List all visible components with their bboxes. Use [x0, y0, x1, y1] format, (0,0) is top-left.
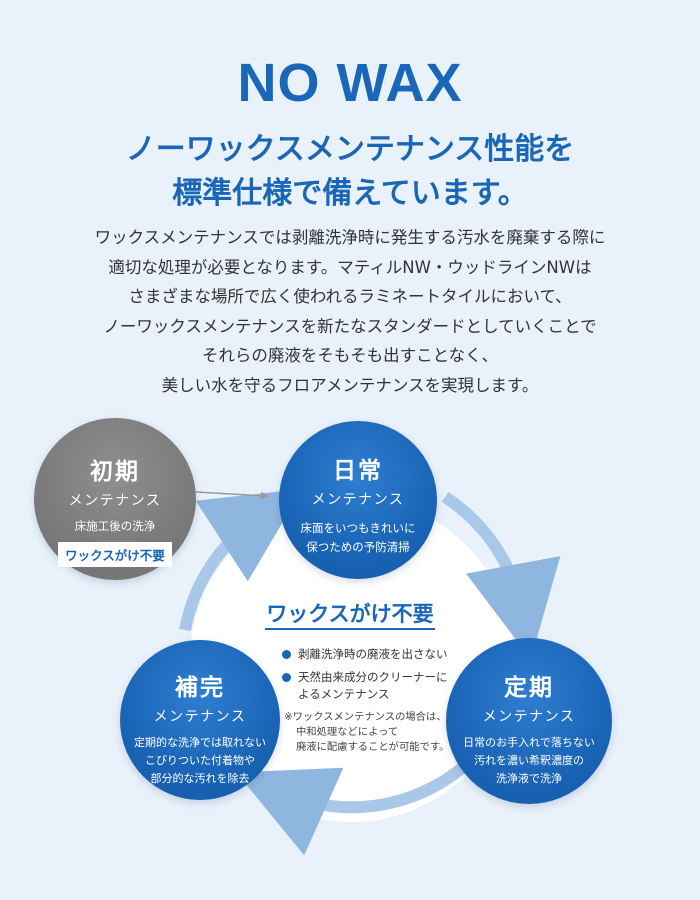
page-title: NO WAX [237, 53, 463, 113]
circle-description-line: 洗浄液で洗浄 [495, 772, 562, 785]
feature-text: よるメンテナンス [298, 687, 390, 701]
circle-daily-maintenance: 日常 メンテナンス 床面をいつもきれいに 保つための予防清掃 [279, 421, 437, 579]
circle-title: 日常 [333, 458, 383, 484]
circle-subtitle: メンテナンス [482, 709, 576, 725]
circle-description: 床面をいつもきれいに 保つための予防清掃 [301, 519, 416, 557]
circle-description-line: 日常のお手入れで落ちない [463, 736, 595, 749]
description-line: 美しい水を守るフロアメンテナンスを実現します。 [161, 375, 539, 395]
footnote: ※ワックスメンテナンスの場合は、 中和処理などによって 廃液に配慮することが可能… [284, 710, 474, 755]
circle-initial-maintenance: 初期 メンテナンス 床施工後の洗浄 ワックスがけ不要 [34, 418, 196, 580]
circle-subtitle: メンテナンス [68, 493, 162, 509]
center-title-underline [265, 628, 435, 630]
subtitle-line: ノーワックスメンテナンス性能を [125, 132, 575, 167]
center-title: ワックスがけ不要 [266, 602, 434, 626]
circle-description: 定期的な洗浄では取れない こびりついた付着物や 部分的な汚れを除去 [134, 734, 266, 788]
circle-description-line: 汚れを濃い希釈濃度の [473, 754, 584, 767]
cycle-arrow-periodic-to-supplementary [236, 763, 466, 856]
arrow-initial-to-daily [195, 491, 269, 500]
feature-text: 天然由来成分のクリーナーに [298, 670, 448, 684]
circle-description-line: 部分的な汚れを除去 [150, 772, 250, 785]
circle-title: 定期 [504, 675, 554, 701]
circle-supplementary-maintenance: 補完 メンテナンス 定期的な洗浄では取れない こびりついた付着物や 部分的な汚れ… [120, 640, 280, 800]
circle-description-line: 保つための予防清掃 [306, 540, 410, 554]
footnote-line: 廃液に配慮することが可能です。 [296, 741, 450, 753]
circle-description-line: 定期的な洗浄では取れない [134, 736, 266, 749]
footnote-line: ※ワックスメンテナンスの場合は、 [284, 711, 447, 723]
no-wax-badge: ワックスがけ不要 [58, 542, 172, 567]
circle-periodic-maintenance: 定期 メンテナンス 日常のお手入れで落ちない 汚れを濃い希釈濃度の 洗浄液で洗浄 [446, 638, 612, 804]
description-line: 適切な処理が必要となります。マティルNW・ウッドラインNWは [108, 257, 592, 277]
circle-description: 日常のお手入れで落ちない 汚れを濃い希釈濃度の 洗浄液で洗浄 [463, 734, 595, 788]
footnote-line: 中和処理などによって [296, 726, 399, 738]
feature-list: 剥離洗浄時の廃液を出さない 天然由来成分のクリーナーに よるメンテナンス [282, 646, 472, 709]
description-line: それらの廃液をそもそも出すことなく、 [201, 346, 499, 365]
feature-text: 剥離洗浄時の廃液を出さない [298, 647, 448, 661]
feature-item: 天然由来成分のクリーナーに よるメンテナンス [282, 669, 472, 703]
description-line: ノーワックスメンテナンスを新たなスタンダードとしていくことで [103, 316, 597, 336]
circle-subtitle: メンテナンス [311, 492, 405, 508]
bullet-dot-icon [282, 673, 291, 682]
feature-item: 剥離洗浄時の廃液を出さない [282, 646, 472, 663]
circle-description-line: 床面をいつもきれいに [300, 521, 416, 535]
cycle-arrow-supplementary-to-daily [179, 488, 303, 632]
circle-description-line: こびりついた付着物や [144, 754, 256, 767]
subtitle-line: 標準仕様で備えています。 [172, 176, 528, 211]
bullet-dot-icon [282, 650, 291, 659]
cycle-arrow-daily-to-periodic [441, 491, 561, 660]
circle-subtitle: メンテナンス [153, 709, 247, 725]
circle-title: 補完 [175, 675, 225, 701]
circle-description: 床施工後の洗浄 [74, 519, 156, 533]
description-line: ワックスメンテナンスでは剥離洗浄時に発生する汚水を廃棄する際に [94, 228, 606, 247]
description-line: さまざまな場所で広く使われるラミネートタイルにおいて、 [128, 287, 572, 306]
description: ワックスメンテナンスでは剥離洗浄時に発生する汚水を廃棄する際に 適切な処理が必要… [40, 223, 660, 400]
page-subtitle: ノーワックスメンテナンス性能を 標準仕様で備えています。 [0, 128, 700, 216]
circle-title: 初期 [90, 459, 140, 485]
